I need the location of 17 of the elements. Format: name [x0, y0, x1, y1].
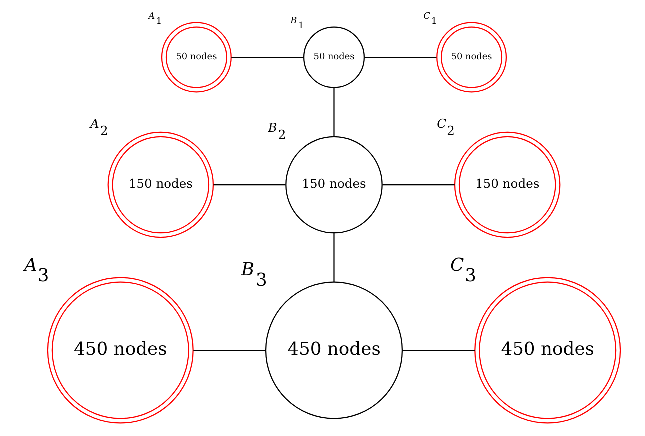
- connector: [382, 184, 455, 186]
- connector: [214, 184, 286, 186]
- connector: [194, 350, 266, 352]
- node-circle: 50 nodes: [436, 22, 508, 93]
- connector: [364, 56, 437, 58]
- connector: [334, 88, 335, 137]
- node-circle: 450 nodes: [265, 282, 404, 420]
- connector: [232, 56, 304, 58]
- node-circle: 150 nodes: [286, 136, 383, 234]
- node-circle: 150 nodes: [108, 132, 214, 238]
- node-circle: 50 nodes: [304, 26, 365, 88]
- connector: [402, 350, 475, 352]
- node-circle: 50 nodes: [161, 22, 232, 93]
- node-circle: 450 nodes: [474, 277, 622, 424]
- connector: [334, 233, 335, 282]
- node-circle: 150 nodes: [454, 132, 561, 238]
- node-circle: 450 nodes: [47, 277, 194, 424]
